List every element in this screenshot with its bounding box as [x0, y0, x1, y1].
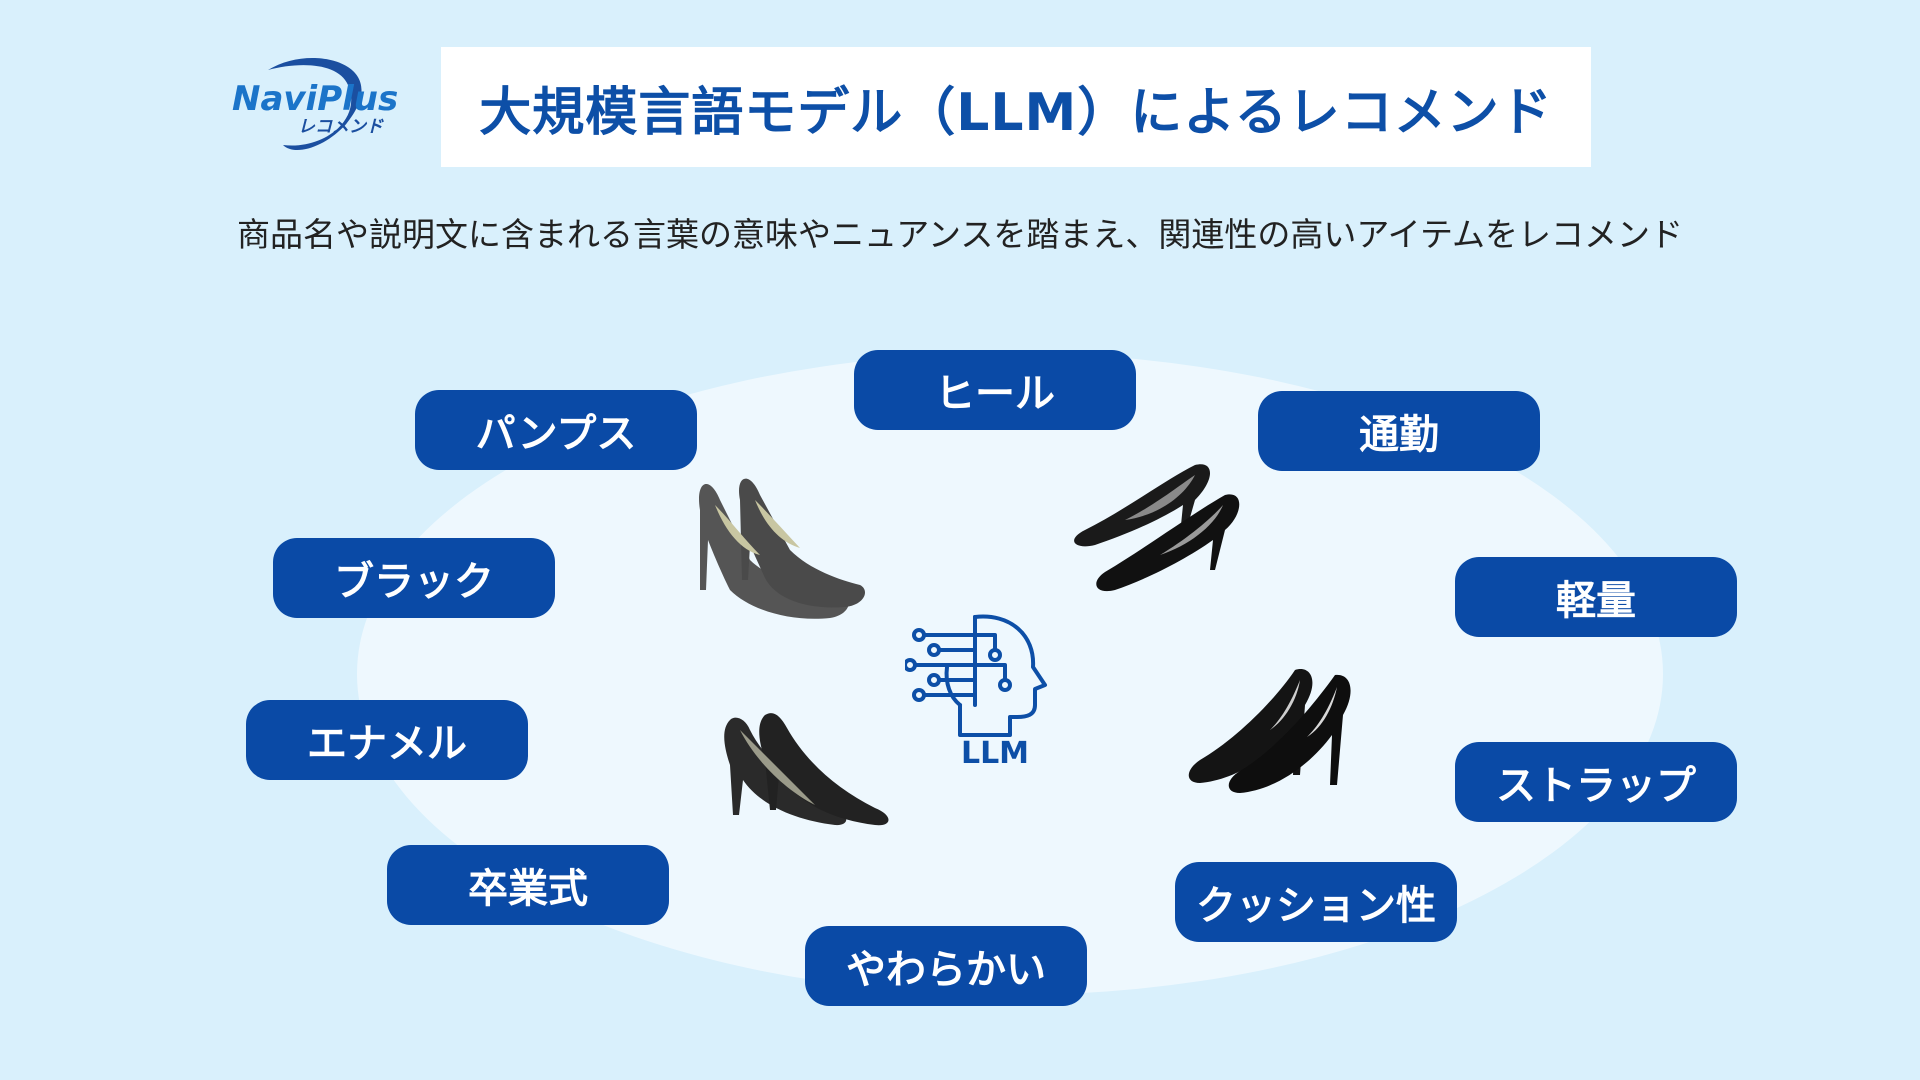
- keyword-commute: 通勤: [1258, 391, 1540, 471]
- keyword-enamel: エナメル: [246, 700, 528, 780]
- shoe-image-bottom-left: [724, 713, 889, 826]
- page-title: 大規模言語モデル（LLM）によるレコメンド: [479, 82, 1553, 143]
- llm-label: LLM: [960, 736, 1030, 771]
- keyword-soft: やわらかい: [805, 926, 1087, 1006]
- keyword-lightweight: 軽量: [1455, 557, 1737, 637]
- naviplus-logo: NaviPlus レコメンド: [232, 57, 398, 151]
- logo-brand-text: NaviPlus: [232, 79, 398, 119]
- shoe-image-bottom-right: [1188, 669, 1351, 793]
- keyword-graduation: 卒業式: [387, 845, 669, 925]
- keyword-heel: ヒール: [854, 350, 1136, 430]
- keyword-strap: ストラップ: [1455, 742, 1737, 822]
- keyword-pumps: パンプス: [415, 390, 697, 470]
- title-box: 大規模言語モデル（LLM）によるレコメンド: [441, 47, 1591, 167]
- ai-head-circuit-icon: [905, 614, 1047, 737]
- keyword-black: ブラック: [273, 538, 555, 618]
- logo-sub-text: レコメンド: [298, 117, 384, 137]
- keyword-cushion: クッション性: [1175, 862, 1457, 942]
- shoe-image-top-left: [699, 478, 865, 619]
- page-subtitle: 商品名や説明文に含まれる言葉の意味やニュアンスを踏まえ、関連性の高いアイテムをレ…: [236, 215, 1684, 254]
- shoe-image-top-right: [1074, 464, 1240, 592]
